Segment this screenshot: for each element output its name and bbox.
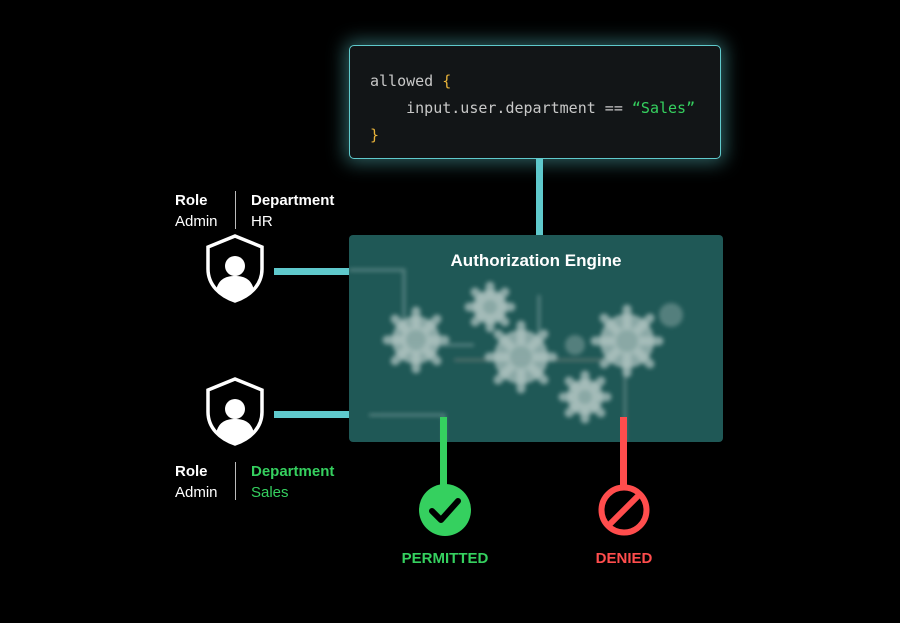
user-hr-department: Department HR (251, 190, 334, 232)
authorization-engine: Authorization Engine (349, 235, 723, 442)
policy-code-box: allowed { input.user.department == “Sale… (349, 45, 721, 159)
policy-open-brace: { (442, 72, 452, 90)
user-hr-role: Role Admin (175, 190, 218, 232)
role-value: Admin (175, 484, 218, 501)
gears-icon (349, 268, 683, 442)
user-shield-icon (206, 234, 264, 303)
role-value: Admin (175, 213, 218, 230)
user-sales-connector (274, 411, 352, 418)
role-label: Role (175, 192, 208, 209)
department-label: Department (251, 463, 335, 480)
checkmark-icon (419, 484, 471, 536)
user-sales-role: Role Admin (175, 461, 218, 503)
policy-value: “Sales” (631, 99, 696, 117)
denied-connector (620, 417, 627, 485)
department-value: HR (251, 213, 273, 230)
prohibited-icon (598, 484, 650, 536)
department-value: Sales (251, 484, 289, 501)
user-shield-icon (206, 377, 264, 446)
user-sales-department: Department Sales (251, 461, 334, 503)
denied-label: DENIED (595, 550, 653, 567)
policy-connector (536, 159, 543, 299)
policy-line-1: allowed { (370, 68, 720, 95)
policy-line-3: } (370, 122, 720, 149)
permitted-connector (440, 417, 447, 485)
user-hr-divider (235, 191, 236, 229)
policy-close-brace: } (370, 126, 380, 144)
policy-line-2: input.user.department == “Sales” (370, 95, 720, 122)
role-label: Role (175, 463, 208, 480)
engine-title: Authorization Engine (450, 251, 622, 270)
user-sales-divider (235, 462, 236, 500)
department-label: Department (251, 192, 335, 209)
user-hr-connector (274, 268, 352, 275)
permitted-label: PERMITTED (401, 550, 489, 567)
policy-keyword: allowed (370, 72, 434, 90)
policy-expression: input.user.department == (406, 99, 632, 117)
